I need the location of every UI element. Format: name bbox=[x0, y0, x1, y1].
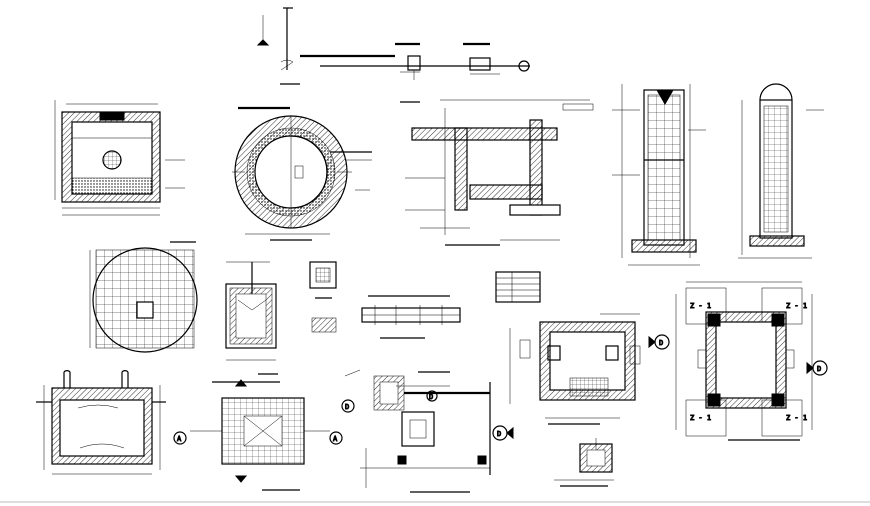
section-marker-d-2: D bbox=[806, 360, 828, 376]
tank-cross-section bbox=[36, 370, 166, 475]
marker-d-1-label: D bbox=[659, 339, 663, 347]
circular-footing-plan bbox=[89, 241, 198, 353]
small-tank-elevation bbox=[225, 261, 278, 375]
reinforced-box-plan bbox=[509, 313, 641, 425]
section-marker-d-1: D bbox=[648, 334, 670, 350]
footing-layout-z1: Z - 1 Z - 1 Z - 1 Z - 1 bbox=[675, 281, 813, 441]
tall-column-section-a bbox=[612, 84, 706, 266]
z1-label-bottom-right: Z - 1 bbox=[786, 414, 807, 422]
marker-d-4-label: D bbox=[429, 393, 433, 401]
tank-plan-section bbox=[54, 100, 185, 216]
legend-table bbox=[495, 271, 541, 303]
z1-label-bottom-left: Z - 1 bbox=[690, 414, 711, 422]
pipe-schematic bbox=[256, 7, 530, 85]
slab-rebar-plan bbox=[190, 379, 330, 491]
section-marker-a-2: A bbox=[329, 431, 343, 445]
tall-column-section-b bbox=[738, 83, 824, 259]
circular-well-plan bbox=[232, 106, 372, 241]
manhole-detail-small bbox=[309, 261, 337, 333]
marker-a-2-label: A bbox=[333, 435, 338, 443]
section-marker-a-1: A bbox=[173, 431, 187, 445]
marker-d-2-label: D bbox=[817, 365, 821, 373]
section-marker-d-5: D bbox=[492, 425, 514, 441]
section-marker-d-3: D bbox=[341, 399, 355, 413]
section-marker-d-4: D bbox=[426, 390, 438, 402]
beam-section-detail bbox=[400, 99, 594, 246]
z1-label-top-left: Z - 1 bbox=[690, 302, 711, 310]
z1-label-top-right: Z - 1 bbox=[786, 302, 807, 310]
small-box-detail bbox=[554, 438, 614, 487]
beam-rebar-detail bbox=[361, 295, 461, 339]
pipe-junction-plan bbox=[344, 369, 491, 493]
marker-d-5-label: D bbox=[497, 430, 501, 438]
marker-d-3-label: D bbox=[345, 403, 349, 411]
marker-a-1-label: A bbox=[177, 435, 182, 443]
